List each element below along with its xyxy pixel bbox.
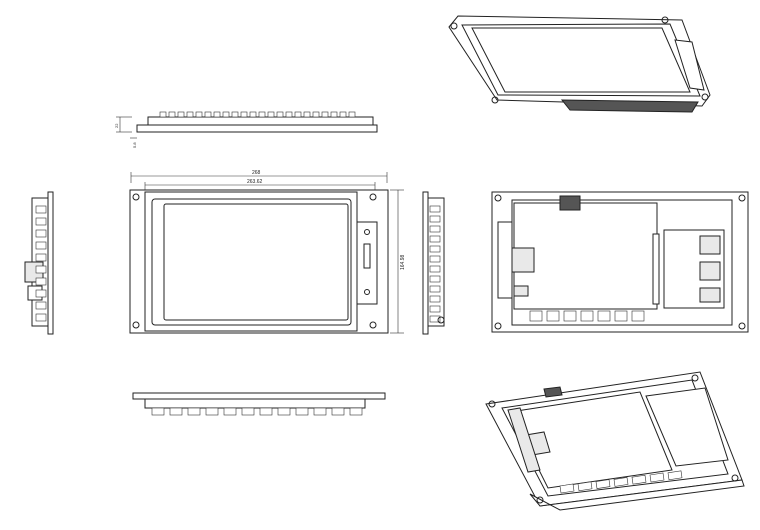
connector-detail — [429, 235, 441, 243]
right-side-view — [422, 191, 445, 335]
connector-detail — [595, 479, 611, 489]
thickness-total-label: 22 — [114, 123, 119, 128]
connector-detail — [35, 229, 47, 238]
connector-detail — [580, 310, 594, 322]
connector-detail — [631, 310, 645, 322]
connector-detail — [35, 313, 47, 322]
connector-detail — [35, 265, 47, 274]
overall-height-label: 164.98 — [400, 254, 406, 270]
connector-detail — [559, 483, 575, 494]
connector-detail — [159, 111, 167, 118]
connector-detail — [429, 205, 441, 213]
connector-detail — [649, 472, 665, 483]
connector-detail — [186, 111, 194, 118]
connector-detail — [258, 111, 266, 118]
connector-detail — [429, 315, 441, 323]
connector-detail — [429, 305, 441, 313]
connector-detail — [321, 111, 329, 118]
connector-detail — [429, 255, 441, 263]
connector-detail — [195, 111, 203, 118]
connector-detail — [35, 217, 47, 226]
connector-detail — [312, 111, 320, 118]
connector-detail — [223, 407, 237, 416]
connector-detail — [259, 407, 273, 416]
connector-detail — [330, 111, 338, 118]
connector-detail — [546, 310, 560, 322]
connector-detail — [204, 111, 212, 118]
rear-view — [491, 191, 749, 333]
connector-detail — [529, 310, 543, 322]
connector-detail — [168, 111, 176, 118]
connector-detail — [294, 111, 302, 118]
thickness-panel-label: 5.8 — [132, 142, 137, 148]
display-width-label: 263.62 — [247, 179, 263, 185]
connector-detail — [331, 407, 345, 416]
connector-detail — [614, 310, 628, 322]
isometric-rear — [485, 371, 745, 511]
connector-detail — [222, 111, 230, 118]
isometric-front — [448, 15, 711, 113]
connector-detail — [349, 407, 363, 416]
connector-detail — [276, 111, 284, 118]
connector-detail — [429, 245, 441, 253]
connector-detail — [348, 111, 356, 118]
connector-detail — [169, 407, 183, 416]
connector-detail — [35, 289, 47, 298]
connector-detail — [667, 470, 683, 481]
connector-detail — [313, 407, 327, 416]
connector-detail — [429, 285, 441, 293]
connector-detail — [429, 225, 441, 233]
connector-detail — [267, 111, 275, 118]
connector-detail — [285, 111, 293, 118]
connector-detail — [213, 111, 221, 118]
connector-detail — [295, 407, 309, 416]
connector-detail — [303, 111, 311, 118]
connector-detail — [613, 477, 629, 487]
left-side-view — [24, 191, 54, 335]
connector-detail — [631, 474, 647, 485]
top-side-view: 22 5.8 — [114, 111, 378, 148]
connector-detail — [577, 481, 593, 492]
connector-detail — [429, 265, 441, 273]
connector-detail — [249, 111, 257, 118]
connector-detail — [187, 407, 201, 416]
connector-detail — [563, 310, 577, 322]
connector-detail — [277, 407, 291, 416]
connector-detail — [151, 407, 165, 416]
connector-detail — [241, 407, 255, 416]
connector-detail — [429, 215, 441, 223]
connector-detail — [177, 111, 185, 118]
connector-detail — [35, 241, 47, 250]
connector-detail — [35, 301, 47, 310]
connector-detail — [35, 205, 47, 214]
front-view: 268 263.62 164.98 — [129, 170, 406, 334]
bottom-side-view — [132, 392, 386, 416]
connector-detail — [339, 111, 347, 118]
connector-detail — [429, 275, 441, 283]
connector-detail — [429, 295, 441, 303]
connector-detail — [597, 310, 611, 322]
connector-detail — [231, 111, 239, 118]
connector-detail — [35, 253, 47, 262]
connector-detail — [205, 407, 219, 416]
connector-detail — [35, 277, 47, 286]
overall-width-label: 268 — [252, 170, 261, 176]
connector-detail — [240, 111, 248, 118]
